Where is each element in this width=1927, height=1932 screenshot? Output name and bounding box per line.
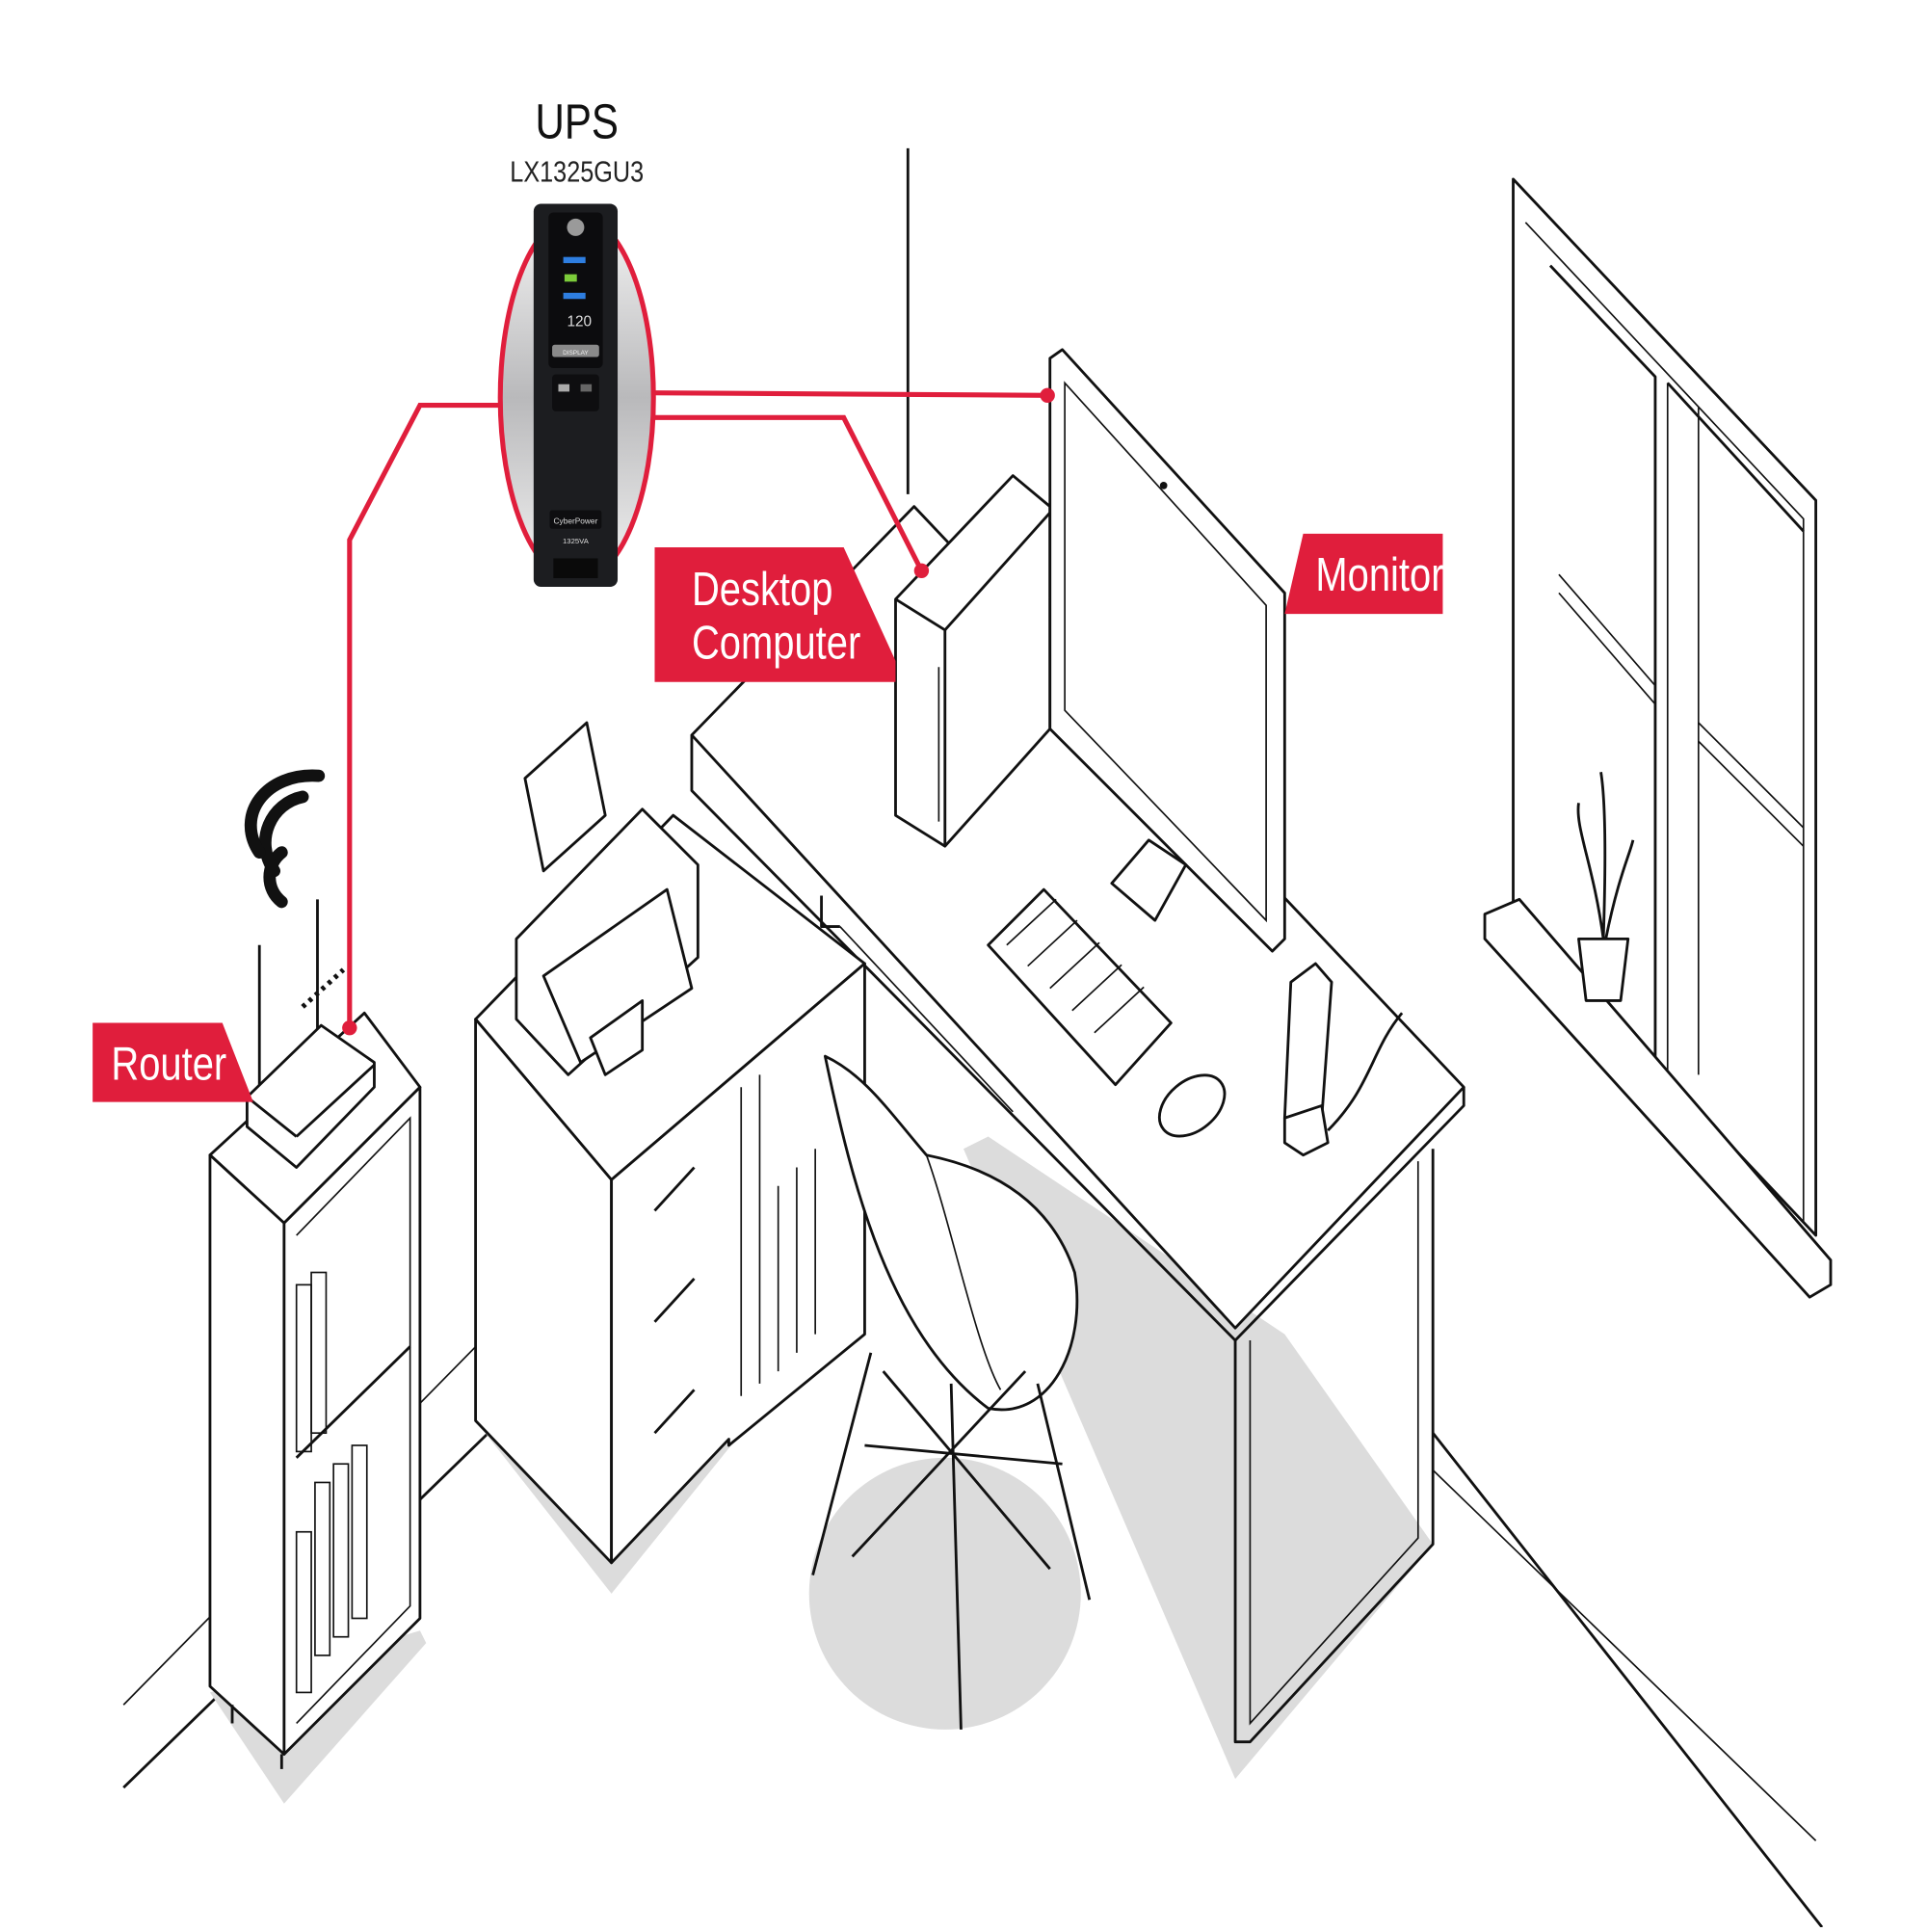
- mouse: [1158, 1073, 1227, 1138]
- router-label: Router: [92, 1022, 253, 1102]
- desktop-computer-label: Desktop Computer: [654, 546, 896, 682]
- desk-shadow: [964, 1136, 1434, 1780]
- ups-model: LX1325GU3: [510, 155, 644, 188]
- desktop-label-line2: Computer: [692, 618, 860, 670]
- printer: [515, 721, 700, 1076]
- ups-title: UPS: [536, 94, 619, 149]
- plant-pot: [1577, 937, 1630, 1002]
- wifi-icon: [244, 769, 326, 909]
- monitor-label: Monitor: [1284, 533, 1444, 615]
- chair-shadow: [808, 1457, 1081, 1730]
- monitor: [1048, 348, 1286, 953]
- monitor-label-text: Monitor: [1315, 549, 1443, 601]
- keyboard: [987, 887, 1173, 1087]
- ups-device: 120 DISPLAY CyberPower 1325VA: [497, 203, 656, 587]
- window: [1483, 177, 1833, 1299]
- phone-dock: [1282, 1104, 1330, 1157]
- router: [246, 899, 376, 1169]
- power-connections: [342, 387, 1055, 1036]
- ups-display-button: DISPLAY: [563, 350, 589, 357]
- ups-display-reading: 120: [567, 313, 592, 330]
- plant-leaves: [1576, 772, 1635, 940]
- ups-brand: CyberPower: [554, 516, 598, 526]
- chair: [811, 1054, 1092, 1730]
- keyboard-keys: [1006, 898, 1145, 1034]
- desktop-label-line1: Desktop: [692, 565, 833, 617]
- ups-capacity: 1325VA: [563, 537, 590, 545]
- dock-cable: [1327, 1012, 1404, 1132]
- router-label-text: Router: [111, 1039, 226, 1091]
- bookshelf: [208, 1011, 422, 1769]
